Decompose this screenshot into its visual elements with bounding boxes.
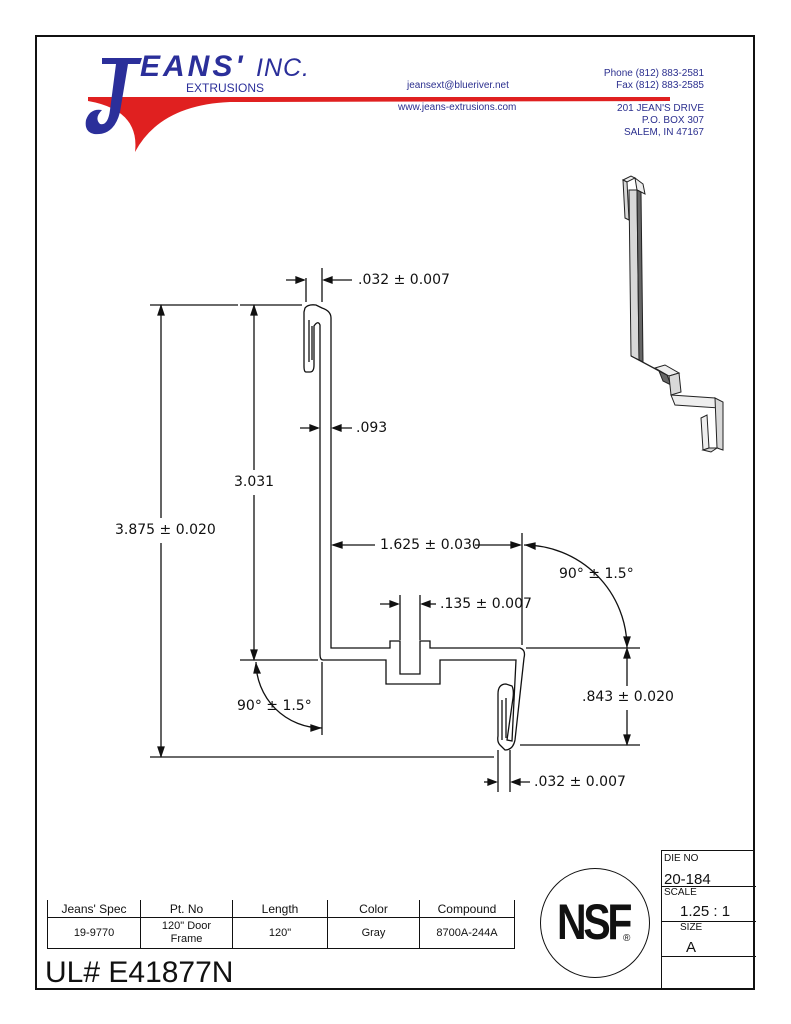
spec-value: 120" [232, 917, 328, 949]
company-email: jeansext@blueriver.net [407, 80, 509, 91]
logo-extrusions: EXTRUSIONS [186, 81, 265, 95]
spec-value: 8700A-244A [419, 917, 515, 949]
spec-header-row: Jeans' Spec Pt. No Length Color Compound [47, 900, 515, 918]
ul-number: UL# E41877N [45, 956, 234, 989]
company-logo [85, 58, 670, 152]
drawing-border [35, 35, 755, 990]
spec-header: Color [327, 900, 420, 918]
logo-letters: EANS' [140, 50, 246, 83]
size-value: A [686, 939, 697, 956]
dim-wall-top: .032 ± 0.007 [358, 272, 450, 288]
title-divider [662, 886, 756, 887]
dim-slot: .135 ± 0.007 [440, 596, 532, 612]
isometric-view [621, 175, 724, 453]
nsf-label: NSF [557, 894, 632, 950]
die-no: 20-184 [664, 871, 711, 888]
die-no-label: DIE NO [664, 853, 699, 864]
spec-header: Compound [419, 900, 515, 918]
size-label: SIZE [680, 922, 703, 933]
company-fax: Fax (812) 883-2585 [616, 80, 704, 91]
scale-value: 1.25 : 1 [680, 903, 731, 920]
company-address-line3: SALEM, IN 47167 [623, 127, 704, 138]
dim-width: 1.625 ± 0.030 [380, 537, 481, 553]
company-address-line2: P.O. BOX 307 [641, 115, 704, 126]
spec-value: 120" Door Frame [140, 917, 233, 949]
title-divider [662, 921, 756, 922]
spec-header: Pt. No [140, 900, 233, 918]
dim-angle-lower: 90° ± 1.5° [237, 698, 312, 714]
logo-j [85, 58, 142, 135]
nsf-logo: NSF ® [540, 868, 650, 978]
logo-inc: INC. [256, 54, 310, 82]
spec-value: 19-9770 [47, 917, 141, 949]
spec-header: Jeans' Spec [47, 900, 141, 918]
spec-value: Gray [327, 917, 420, 949]
scale-label: SCALE [664, 887, 697, 898]
dim-lower-height: .843 ± 0.020 [582, 689, 674, 705]
dim-height-overall: 3.875 ± 0.020 [115, 522, 216, 538]
logo-swoosh [88, 97, 670, 152]
company-address-line1: 201 JEAN'S DRIVE [617, 103, 704, 114]
dim-wall-bottom: .032 ± 0.007 [534, 774, 626, 790]
title-divider [662, 956, 756, 957]
dim-height-inner: 3.031 [234, 474, 275, 490]
dim-thickness: .093 [356, 420, 388, 436]
spec-table: Jeans' Spec Pt. No Length Color Compound… [47, 900, 515, 949]
spec-value-row: 19-9770 120" Door Frame 120" Gray 8700A-… [47, 917, 515, 949]
title-block: DIE NO 20-184 SCALE 1.25 : 1 SIZE A [661, 850, 756, 990]
spec-header: Length [232, 900, 328, 918]
profile-outline [303, 304, 526, 751]
company-phone: Phone (812) 883-2581 [603, 68, 704, 79]
company-website: www.jeans-extrusions.com [398, 102, 517, 113]
dim-angle-upper: 90° ± 1.5° [559, 566, 634, 582]
nsf-registered: ® [623, 933, 631, 944]
